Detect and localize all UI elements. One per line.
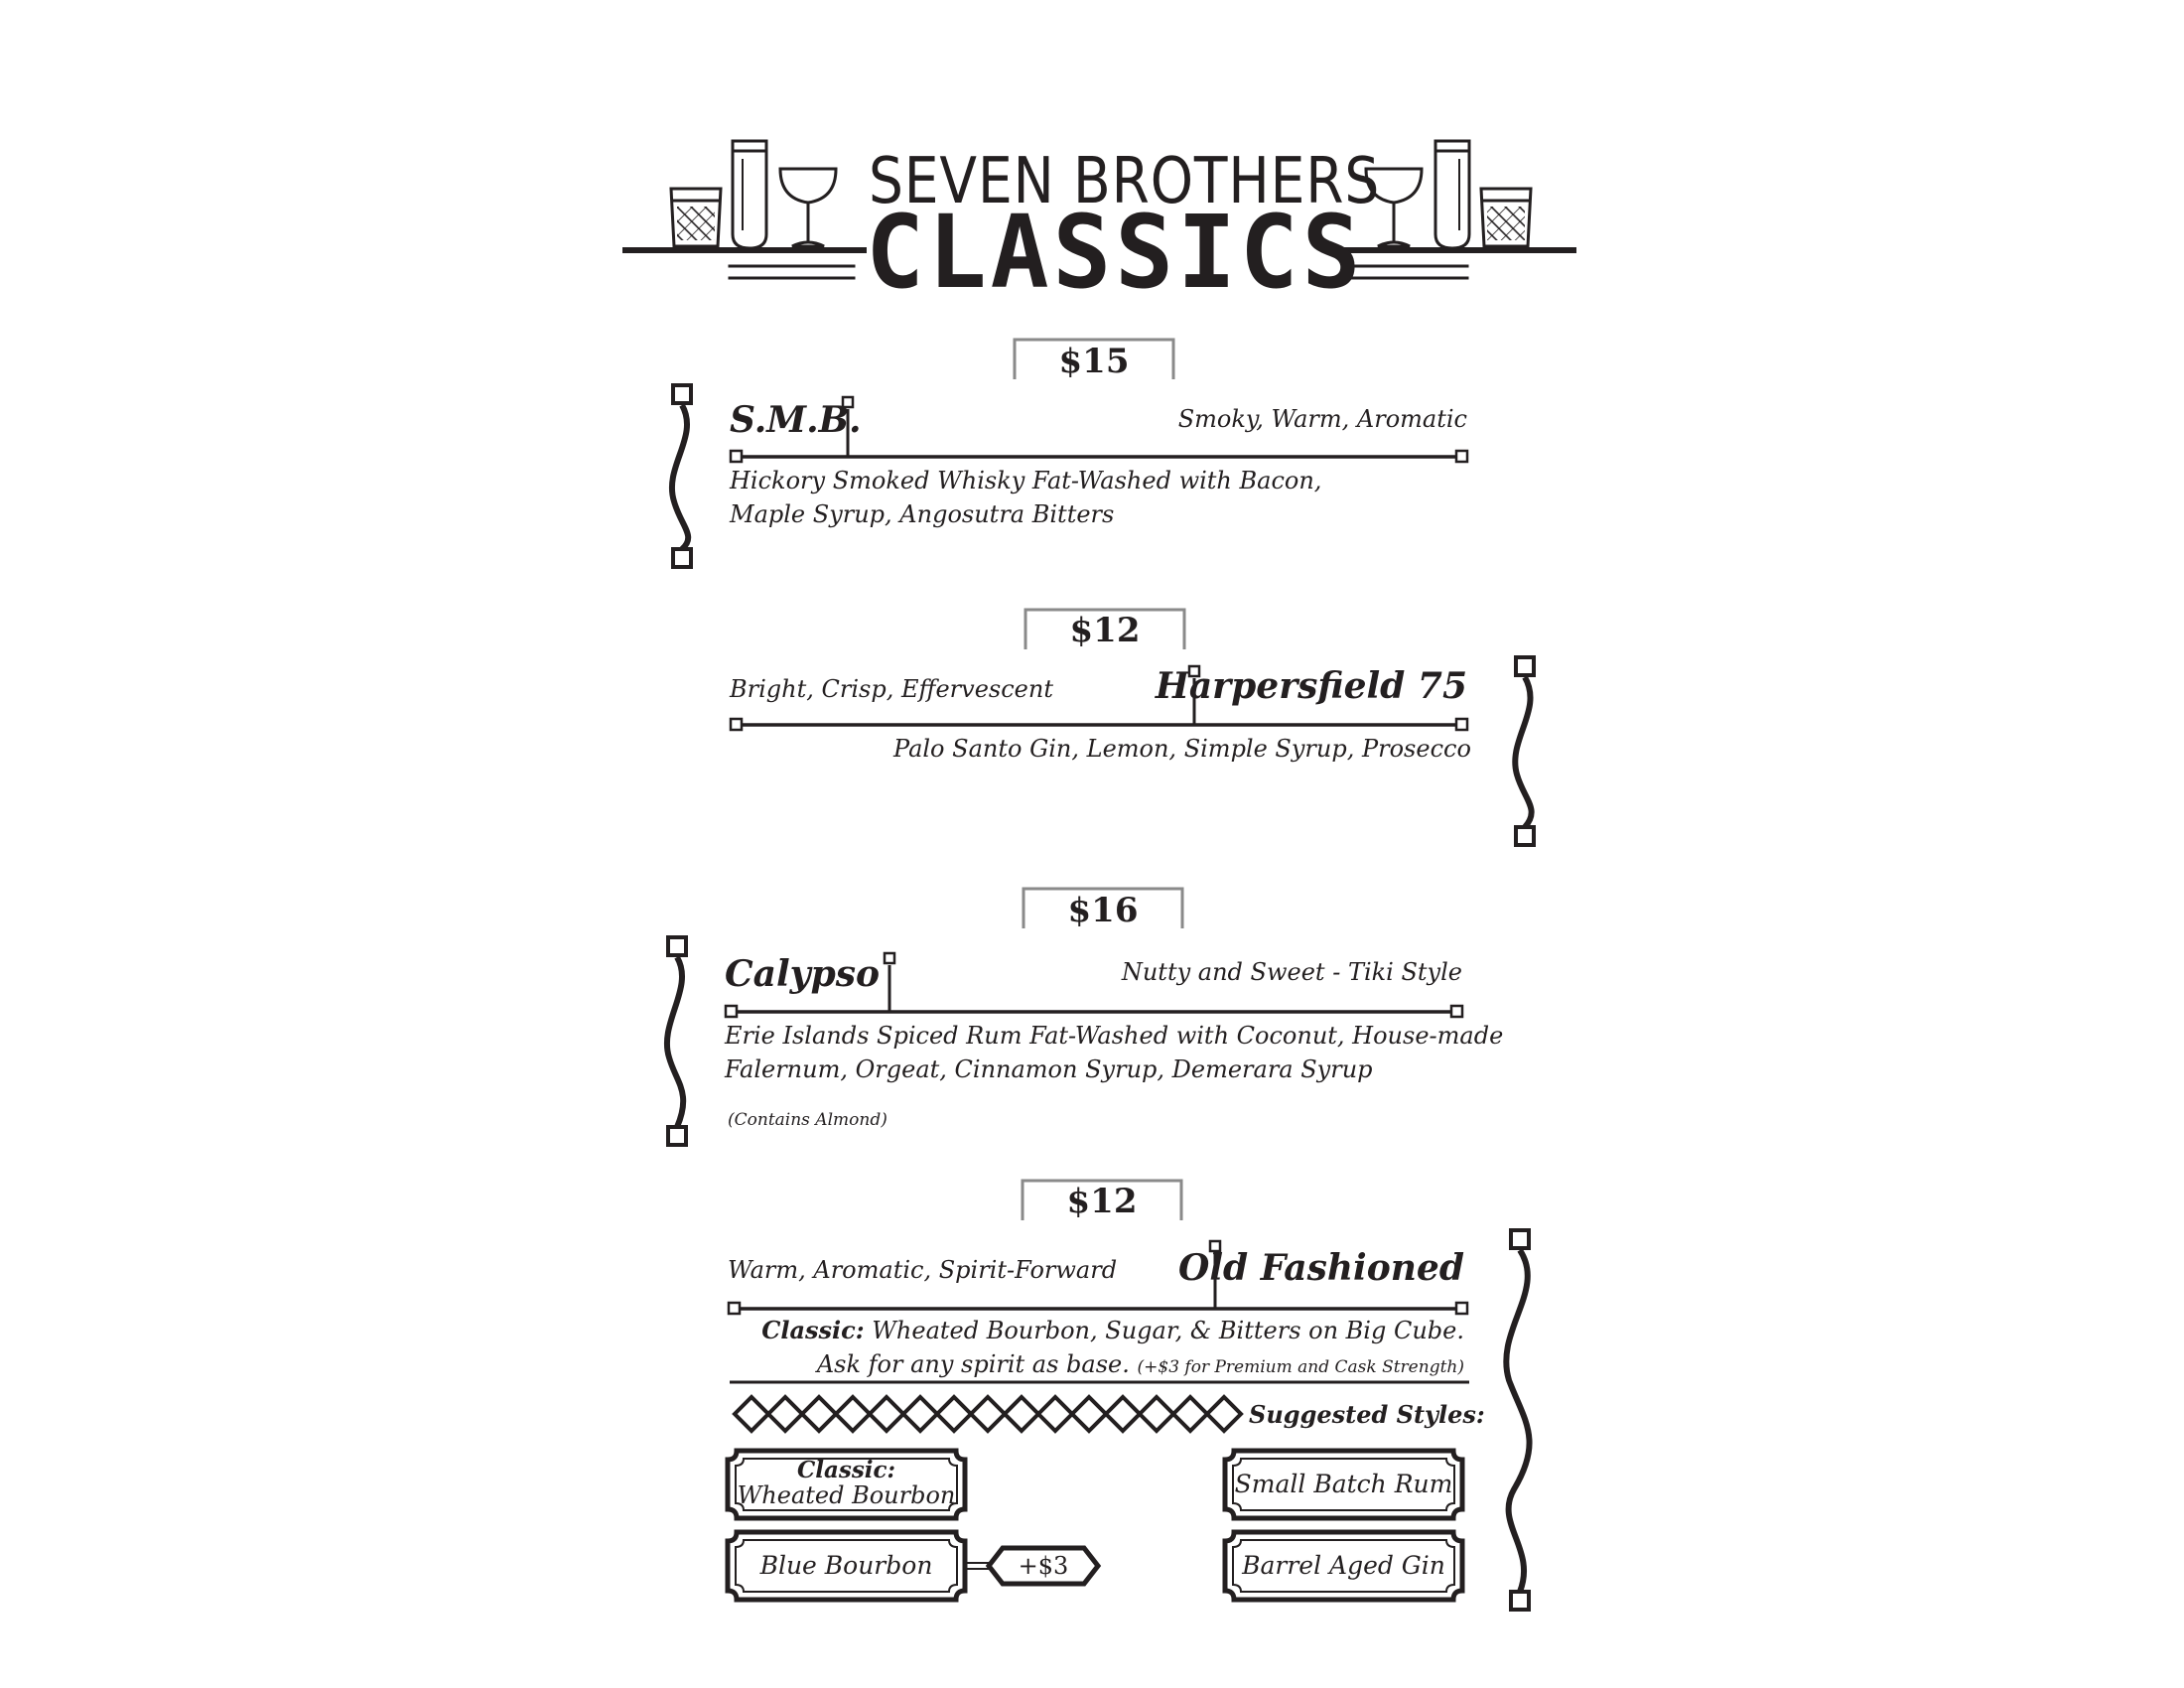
style-plaque-classic [725, 1448, 968, 1521]
item-tags: Smoky, Warm, Aromatic [1177, 405, 1467, 433]
item-price: $12 [1066, 1182, 1138, 1221]
upcharge-tag [985, 1545, 1102, 1587]
right-bracket [1512, 655, 1536, 847]
item-desc-line2: Maple Syrup, Angosutra Bitters [730, 500, 1115, 528]
menu-title-line2: CLASSICS [866, 194, 1365, 312]
classic-spec: Classic: Wheated Bourbon, Sugar, & Bitte… [754, 1314, 1464, 1347]
allergen-note: (Contains Almond) [728, 1110, 887, 1130]
coupe-glass-icon [1364, 167, 1424, 248]
right-bracket [1503, 1228, 1533, 1612]
item-name: Old Fashioned [1177, 1247, 1464, 1289]
item-price: $16 [1067, 891, 1139, 930]
left-bracket [669, 383, 693, 569]
spirit-base-text: Ask for any spirit as base. [816, 1350, 1130, 1378]
coupe-glass-icon [778, 167, 838, 248]
name-rule [727, 1239, 1469, 1316]
price-tab [1022, 887, 1184, 928]
style-barrel-aged-gin: Barrel Aged Gin [1242, 1551, 1445, 1580]
item-desc-line1: Hickory Smoked Whisky Fat-Washed with Ba… [730, 467, 1322, 494]
style-classic-title: Classic: [796, 1457, 896, 1483]
style-blue-bourbon: Blue Bourbon [759, 1551, 933, 1580]
item-name: Harpersfield 75 [1155, 665, 1467, 707]
premium-upcharge-note: (+$3 for Premium and Cask Strength) [1137, 1357, 1464, 1377]
item-tags: Nutty and Sweet - Tiki Style [1121, 958, 1462, 986]
style-plaque-rum [1222, 1448, 1465, 1521]
item-price: $12 [1069, 611, 1141, 650]
item-desc-line1: Erie Islands Spiced Rum Fat-Washed with … [725, 1022, 1504, 1050]
spirit-base-note: Ask for any spirit as base. (+$3 for Pre… [754, 1347, 1464, 1384]
style-plaque-blue [725, 1529, 968, 1603]
price-tab [1024, 608, 1186, 649]
left-bracket [664, 935, 688, 1147]
item-tags: Warm, Aromatic, Spirit-Forward [728, 1256, 1118, 1284]
rocks-glass-icon [1479, 187, 1533, 248]
upcharge-connector [966, 1562, 991, 1570]
rocks-glass-icon [669, 187, 723, 248]
price-tab [1013, 338, 1175, 379]
suggested-styles-label: Suggested Styles: [1249, 1400, 1485, 1429]
upcharge-price: +$3 [1018, 1552, 1069, 1580]
header-rules [622, 247, 1576, 280]
price-tab [1021, 1179, 1183, 1220]
style-plaque-gin [1222, 1529, 1465, 1603]
highball-glass-icon [731, 139, 768, 250]
style-classic-sub: Wheated Bourbon [737, 1481, 956, 1509]
classic-spec-label: Classic: [761, 1316, 865, 1344]
item-name: S.M.B. [730, 399, 862, 441]
name-rule [724, 951, 1464, 1019]
name-rule [729, 395, 1469, 464]
item-tags: Bright, Crisp, Effervescent [730, 675, 1053, 703]
item-price: $15 [1058, 342, 1130, 381]
name-rule [729, 664, 1469, 732]
style-small-batch-rum: Small Batch Rum [1234, 1470, 1453, 1498]
item-name: Calypso [725, 953, 881, 995]
diamond-row [732, 1394, 1244, 1434]
item-desc-line2: Falernum, Orgeat, Cinnamon Syrup, Demera… [725, 1055, 1373, 1083]
item-desc-line1: Palo Santo Gin, Lemon, Simple Syrup, Pro… [893, 735, 1471, 763]
classic-spec-text: Wheated Bourbon, Sugar, & Bitters on Big… [864, 1317, 1464, 1344]
highball-glass-icon [1433, 139, 1471, 250]
